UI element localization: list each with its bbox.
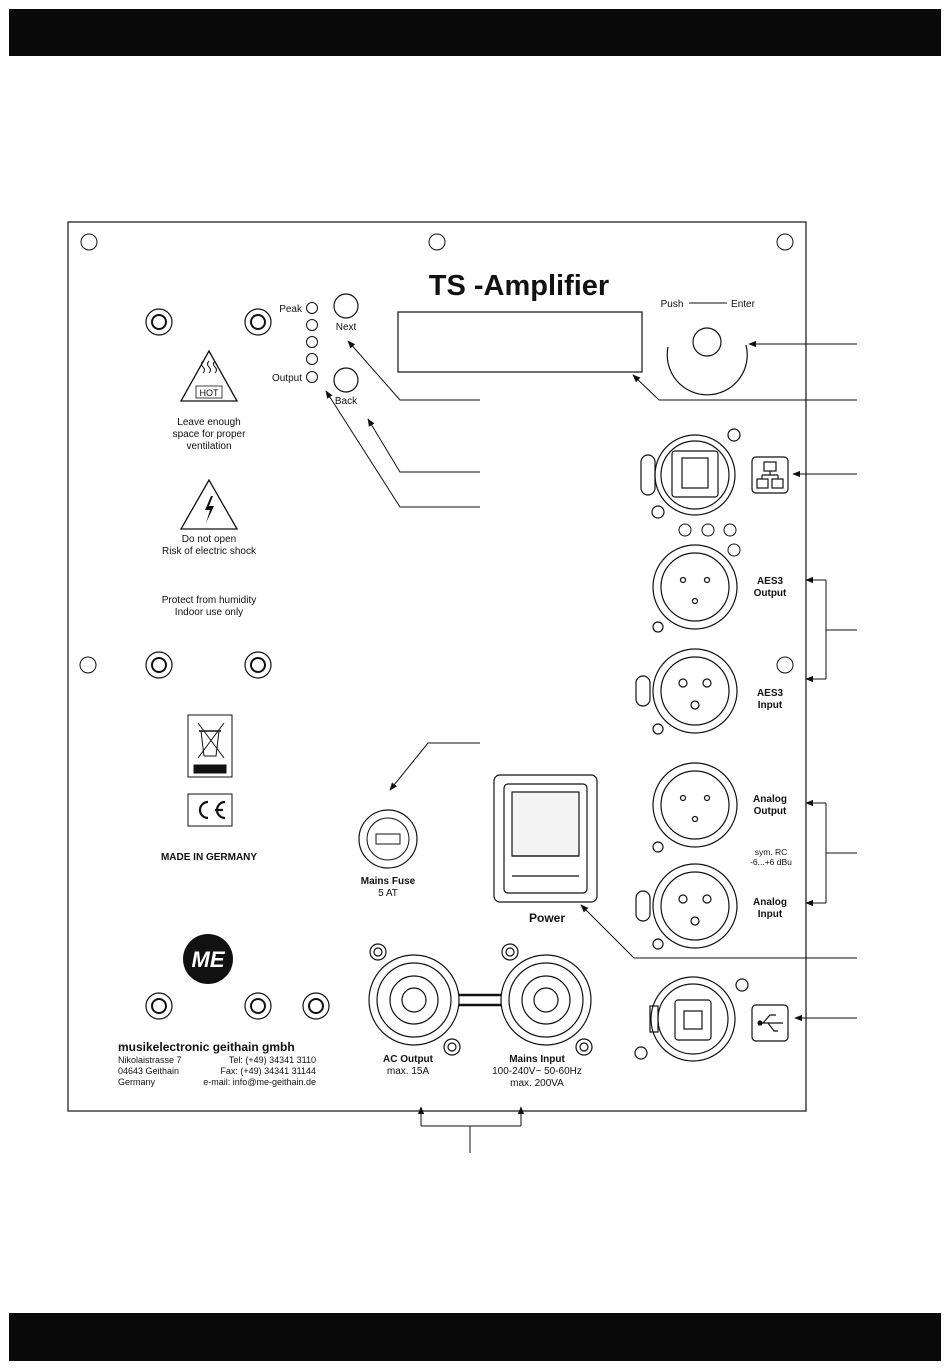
back-button-label: Back [335, 396, 358, 407]
company-email: e-mail: info@me-geithain.de [203, 1077, 316, 1087]
power-switch[interactable] [493, 774, 598, 903]
ce-mark-icon [187, 793, 233, 827]
encoder-arc [666, 344, 748, 396]
made-in-germany-label: MADE IN GERMANY [161, 852, 257, 863]
analog-input-xlr[interactable] [635, 863, 738, 950]
led-column [306, 302, 318, 383]
aes3-output-label-1: AES3 [757, 576, 784, 587]
back-button[interactable] [333, 367, 359, 393]
analog-input-label-1: Analog [753, 897, 787, 908]
analog-output-label-2: Output [754, 806, 787, 817]
me-logo-icon: ME [183, 934, 233, 984]
header-bar [9, 9, 941, 56]
shock-text-2: Risk of electric shock [162, 546, 257, 557]
mains-fuse-holder[interactable] [358, 809, 418, 869]
ethernet-port[interactable] [640, 428, 741, 519]
humidity-text-2: Indoor use only [175, 607, 243, 618]
electric-shock-warning-icon [179, 478, 239, 530]
fuse-rating: 5 AT [378, 888, 398, 899]
mains-input-spec-1: 100-240V~ 50-60Hz [492, 1066, 582, 1077]
aes3-input-label-1: AES3 [757, 688, 784, 699]
hot-text-1: Leave enough [177, 417, 240, 428]
company-address-2: 04643 Geithain [118, 1066, 179, 1076]
company-tel: Tel: (+49) 34341 3110 [229, 1055, 316, 1065]
usb-port[interactable] [634, 976, 749, 1062]
usb-icon [751, 1004, 789, 1042]
aes3-output-xlr[interactable] [652, 544, 738, 633]
analog-output-xlr[interactable] [652, 762, 738, 853]
company-name: musikelectronic geithain gmbh [118, 1040, 295, 1054]
output-led-label: Output [272, 373, 302, 384]
analog-spec-2: -6...+6 dBu [750, 857, 792, 867]
panel-outline [67, 221, 807, 1112]
mains-input-connector[interactable] [500, 943, 593, 1056]
hot-text-3: ventilation [186, 441, 231, 452]
analog-output-label-1: Analog [753, 794, 787, 805]
screws [145, 308, 330, 1020]
peak-led-label: Peak [279, 304, 303, 315]
aes3-output-label-2: Output [754, 588, 787, 599]
next-button-label: Next [336, 322, 357, 333]
analog-spec-1: sym. RC [755, 847, 788, 857]
power-label: Power [529, 911, 565, 925]
mains-input-spec-2: max. 200VA [510, 1078, 564, 1089]
mains-input-label: Mains Input [509, 1054, 565, 1065]
hot-warning-icon: HOT [179, 349, 239, 402]
panel-title: TS -Amplifier [429, 270, 609, 302]
company-address-1: Nikolaistrasse 7 [118, 1055, 182, 1065]
aes-indicator-holes [678, 523, 741, 557]
next-button[interactable] [333, 293, 359, 319]
connector-bridge [459, 993, 501, 1007]
aes3-input-label-2: Input [758, 700, 783, 711]
fuse-label: Mains Fuse [361, 876, 416, 887]
company-fax: Fax: (+49) 34341 31144 [220, 1066, 316, 1076]
svg-text:ME: ME [192, 947, 226, 972]
ac-output-label: AC Output [383, 1054, 434, 1065]
encoder-enter-label: Enter [731, 299, 756, 310]
lcd-display [397, 311, 643, 373]
humidity-text-1: Protect from humidity [162, 595, 256, 606]
callout-lines [325, 340, 857, 1153]
mounting-holes [79, 233, 794, 674]
network-icon [751, 456, 789, 494]
shock-text-1: Do not open [182, 534, 237, 545]
ac-output-connector[interactable] [368, 943, 461, 1056]
company-address-3: Germany [118, 1077, 156, 1087]
footer-bar [9, 1313, 941, 1361]
weee-bin-icon [187, 714, 233, 778]
svg-text:HOT: HOT [200, 388, 220, 398]
encoder-push-label: Push [661, 299, 684, 310]
analog-input-label-2: Input [758, 909, 783, 920]
rotary-encoder-knob[interactable] [692, 327, 722, 357]
hot-text-2: space for proper [173, 429, 246, 440]
ac-output-spec: max. 15A [387, 1066, 430, 1077]
aes3-input-xlr[interactable] [635, 648, 738, 735]
